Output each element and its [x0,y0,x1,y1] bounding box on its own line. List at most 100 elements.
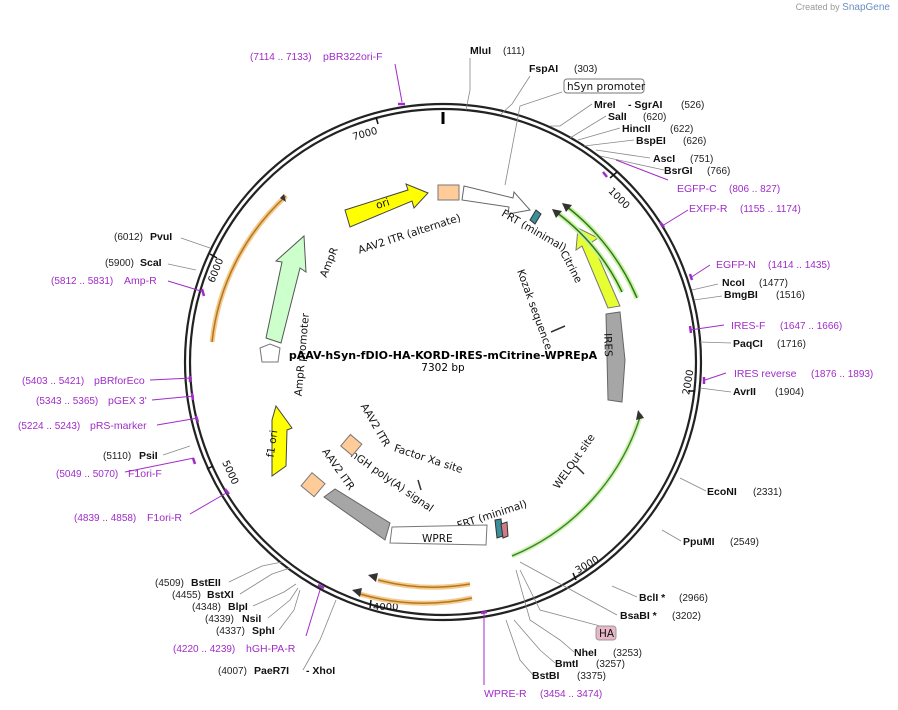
enzyme-pvui[interactable]: PvuI [150,231,172,243]
enzyme-bsrgi[interactable]: BsrGI [664,165,693,177]
ampr-arrow[interactable] [265,234,307,344]
kozak-mark [550,325,566,333]
primer-egfp-c[interactable]: EGFP-C [677,183,717,195]
welqut-mark [575,465,585,475]
orf-left [211,195,287,343]
enzyme-bmgbi[interactable]: BmgBI [724,289,758,301]
enzyme-bspei-pos: (626) [683,136,706,147]
enzyme-ppumi[interactable]: PpuMI [683,536,715,548]
enzyme-avrii-pos: (1904) [775,387,804,398]
aav2-itr-alt-box[interactable] [437,184,460,201]
enzyme-bcli[interactable]: BclI * [639,592,666,604]
orf-arrows [209,194,644,606]
enzyme-bmti[interactable]: BmtI [555,658,578,670]
enzyme-nsii-pos: (4339) [205,614,234,625]
orf-lower-right [511,413,642,557]
primer-amp-r-pos: (5812 .. 5831) [51,276,113,287]
primer-hgh-pa-r[interactable]: hGH-PA-R [246,643,296,655]
primer-ires-f[interactable]: IRES-F [731,320,765,332]
enzyme-ncoi[interactable]: NcoI [722,277,745,289]
enzyme-blpi-pos: (4348) [192,602,221,613]
primer-exfp-r[interactable]: EXFP-R [689,203,728,215]
enzyme-hincii[interactable]: HincII [622,123,651,135]
primer-ires-reverse-pos: (1876 .. 1893) [811,369,873,380]
tick-6000: 6000 [207,257,227,285]
enzyme-sali[interactable]: SalI [608,111,627,123]
primer-wpre-r[interactable]: WPRE-R [484,688,527,700]
primer-wpre-r-pos: (3454 .. 3474) [540,689,602,700]
enzyme-bstbi[interactable]: BstBI [532,670,560,682]
enzyme-avrii[interactable]: AvrII [733,386,756,398]
citrine-arrow[interactable] [575,227,621,309]
ha-tag-box[interactable] [595,625,617,641]
primer-ires-reverse[interactable]: IRES reverse [734,368,797,380]
primer-pgex3-pos: (5343 .. 5365) [36,396,98,407]
primer-hgh-pa-r-pos: (4220 .. 4239) [173,644,235,655]
aav2-itr-box-2[interactable] [300,472,326,498]
enzyme-fspai[interactable]: FspAI [529,63,558,75]
primer-egfp-n[interactable]: EGFP-N [716,259,756,271]
primer-amp-r[interactable]: Amp-R [124,275,157,287]
enzyme-bmti-pos: (3257) [596,659,625,670]
ori-arrow[interactable] [344,183,429,228]
enzyme-asci-pos: (751) [690,154,713,165]
enzyme-bstxi[interactable]: BstXI [207,589,234,601]
frt-top-arrow[interactable] [461,185,531,215]
primer-pgex3[interactable]: pGEX 3' [108,395,147,407]
orf-bottom-a [377,579,471,588]
tick-4000: 4000 [373,602,398,613]
primer-prs-marker-pos: (5224 .. 5243) [18,421,80,432]
f1-ori-arrow[interactable] [271,404,293,477]
wpre-block[interactable] [389,524,488,546]
primer-pbrforeco[interactable]: pBRforEco [94,375,145,387]
enzyme-scai-pos: (5900) [105,258,134,269]
enzyme-bmgbi-pos: (1516) [776,290,805,301]
orf-right-b [555,211,623,293]
enzyme-econi[interactable]: EcoNI [707,486,737,498]
hsyn-promoter-box[interactable] [563,78,645,94]
enzyme-pvui-pos: (6012) [114,232,143,243]
primer-f1ori-f-pos: (5049 .. 5070) [56,469,118,480]
backbone-inner [188,107,698,617]
tick-3000: 3000 [574,554,602,576]
enzyme-bsabi[interactable]: BsaBI * [620,610,658,622]
factor-xa-mark [417,479,422,491]
enzyme-econi-pos: (2331) [753,487,782,498]
enzyme-sgrai[interactable]: - SgrAI [628,99,663,111]
primer-leaders [124,63,727,685]
primer-prs-marker[interactable]: pRS-marker [90,420,147,432]
hgh-polya-block[interactable] [323,488,391,541]
enzyme-ncoi-pos: (1477) [759,278,788,289]
frt-bottom-marker-2 [500,521,509,539]
ires-block[interactable] [605,311,626,403]
enzyme-blpi[interactable]: BlpI [228,601,248,613]
enzyme-bsteii[interactable]: BstEII [191,577,221,589]
enzyme-xhoi[interactable]: - XhoI [306,665,335,677]
aav2-itr-box-1[interactable] [340,433,363,457]
primer-exfp-r-pos: (1155 .. 1174) [740,204,801,215]
enzyme-mlui[interactable]: MluI [470,45,491,57]
enzyme-bsteii-pos: (4509) [155,578,184,589]
enzyme-paqci-pos: (1716) [777,339,806,350]
enzyme-bsrgi-pos: (766) [707,166,730,177]
orf-bottom-b [359,593,473,604]
primer-f1ori-f[interactable]: F1ori-F [128,468,162,480]
enzyme-psii[interactable]: PsiI [139,450,158,462]
primer-pbr322[interactable]: pBR322ori-F [323,51,383,63]
enzyme-mrei[interactable]: MreI [594,99,616,111]
enzyme-paer7i[interactable]: PaeR7I [254,665,289,677]
snapgene-logo: SnapGene [842,2,890,13]
enzyme-bspei[interactable]: BspEI [636,135,666,147]
enzyme-sphi[interactable]: SphI [252,625,275,637]
enzyme-scai[interactable]: ScaI [140,257,162,269]
enzyme-ppumi-pos: (2549) [730,537,759,548]
primer-f1ori-r[interactable]: F1ori-R [147,512,182,524]
enzyme-nsii[interactable]: NsiI [242,613,261,625]
ha-tag-label: HA [599,628,615,640]
ampr-promoter-arrow[interactable] [259,343,281,363]
enzyme-bcli-pos: (2966) [679,593,708,604]
enzyme-paqci[interactable]: PaqCI [733,338,763,350]
enzyme-asci[interactable]: AscI [653,153,675,165]
primer-labels: (7114 .. 7133) pBR322ori-F EGFP-C (806 .… [18,51,873,700]
enzyme-nhei[interactable]: NheI [574,647,597,659]
